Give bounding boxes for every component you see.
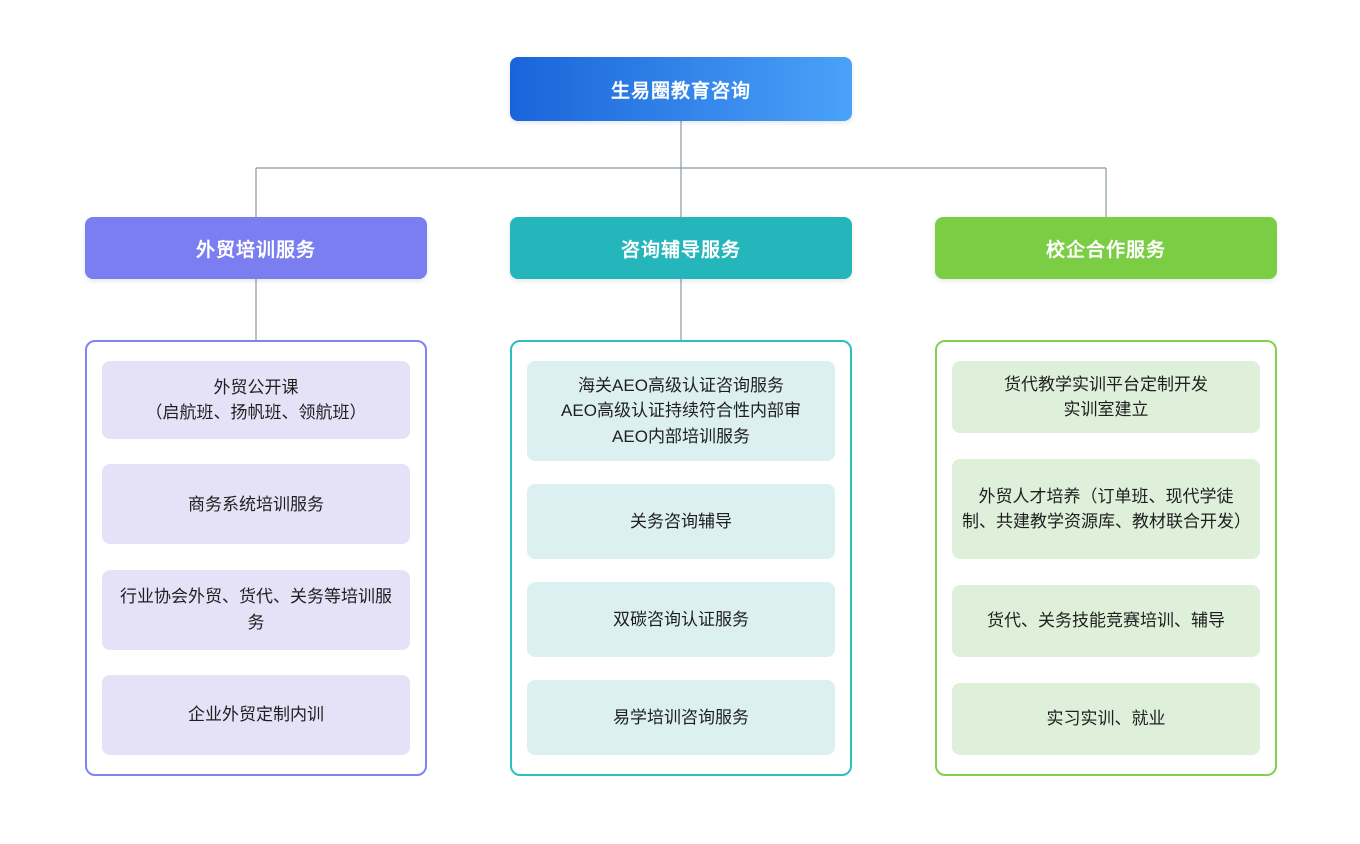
service-item: 外贸公开课 （启航班、扬帆班、领航班） (102, 361, 410, 439)
panel-consulting-coaching: 海关AEO高级认证咨询服务 AEO高级认证持续符合性内部审 AEO内部培训服务 … (510, 340, 852, 776)
service-item: 行业协会外贸、货代、关务等培训服务 (102, 569, 410, 650)
branch-header-school-enterprise: 校企合作服务 (935, 217, 1277, 279)
branch-header-label: 咨询辅导服务 (620, 239, 741, 261)
service-item: 货代、关务技能竞赛培训、辅导 (952, 585, 1260, 657)
branch-header-label: 外贸培训服务 (195, 239, 316, 261)
service-item: 双碳咨询认证服务 (527, 582, 835, 657)
branch-header-foreign-trade-training: 外贸培训服务 (85, 217, 427, 279)
root-node: 生易圈教育咨询 (510, 57, 852, 121)
branch-header-consulting-coaching: 咨询辅导服务 (510, 217, 852, 279)
service-item: 外贸人才培养（订单班、现代学徒制、共建教学资源库、教材联合开发） (952, 459, 1260, 559)
service-item: 易学培训咨询服务 (527, 680, 835, 755)
panel-foreign-trade-training: 外贸公开课 （启航班、扬帆班、领航班） 商务系统培训服务 行业协会外贸、货代、关… (85, 340, 427, 776)
branch-header-label: 校企合作服务 (1045, 239, 1166, 261)
service-item: 海关AEO高级认证咨询服务 AEO高级认证持续符合性内部审 AEO内部培训服务 (527, 361, 835, 461)
service-item: 关务咨询辅导 (527, 484, 835, 559)
service-item: 企业外贸定制内训 (102, 674, 410, 755)
service-item: 货代教学实训平台定制开发 实训室建立 (952, 361, 1260, 433)
panel-school-enterprise: 货代教学实训平台定制开发 实训室建立 外贸人才培养（订单班、现代学徒制、共建教学… (935, 340, 1277, 776)
root-node-label: 生易圈教育咨询 (610, 80, 751, 102)
service-item: 实习实训、就业 (952, 683, 1260, 755)
service-item: 商务系统培训服务 (102, 464, 410, 545)
